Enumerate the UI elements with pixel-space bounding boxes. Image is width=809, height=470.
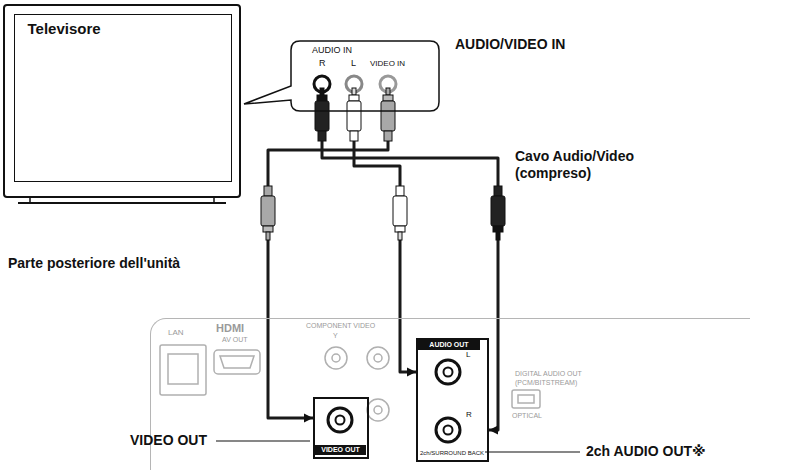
terminal-name: 2ch AUDIO OUT※ xyxy=(586,443,706,460)
tv-stand xyxy=(213,197,215,203)
jack-label: L xyxy=(351,58,356,68)
terminal-name: VIDEO OUT xyxy=(130,432,207,449)
port-label: HDMI xyxy=(216,322,244,335)
jack-label: R xyxy=(319,58,326,68)
port-label: (PCM/BITSTREAM) xyxy=(515,379,577,387)
cable-connector xyxy=(322,112,498,435)
cable-line xyxy=(354,112,416,372)
callout-bubble: AUDIO IN R L VIDEO IN xyxy=(290,40,440,112)
terminal-label: 2ch/SURROUND BACK xyxy=(418,449,486,458)
unit-side-name: Parte posteriore dell'unità xyxy=(8,255,180,272)
cable-connector xyxy=(354,112,416,377)
terminal-label: VIDEO OUT xyxy=(315,445,366,455)
port-label: DIGITAL AUDIO OUT xyxy=(515,370,582,378)
terminal-box: VIDEO OUT xyxy=(313,397,369,459)
terminal-box: AUDIO OUTL R 2ch/SURROUND BACK xyxy=(416,338,489,462)
port-label: Y xyxy=(333,332,338,340)
jack xyxy=(328,360,460,442)
tv-frame xyxy=(4,5,240,197)
jack-label: L xyxy=(466,350,470,359)
arrow-head xyxy=(304,414,313,423)
device-name: Televisore xyxy=(28,20,101,37)
port-label: OPTICAL xyxy=(512,412,542,420)
arrow-head xyxy=(407,368,416,377)
port-label: LAN xyxy=(168,328,184,337)
tv-stand xyxy=(29,197,31,203)
cable-name: Cavo Audio/Video (compreso) xyxy=(515,148,660,182)
leader-line xyxy=(485,451,580,452)
port-label: COMPONENT VIDEO xyxy=(306,322,375,330)
port-label: AV OUT xyxy=(222,336,248,344)
connector-name: AUDIO/VIDEO IN xyxy=(455,36,565,53)
jack-label: AUDIO IN xyxy=(312,45,352,55)
jack-label: R xyxy=(466,410,472,419)
tv-stand xyxy=(18,202,226,204)
callout-outline xyxy=(244,41,439,111)
arrow-head xyxy=(489,426,498,435)
terminal-label: AUDIO OUT xyxy=(418,340,480,350)
panel-detail xyxy=(160,345,540,421)
tv-screen: Televisore xyxy=(14,14,232,182)
jack-label: VIDEO IN xyxy=(370,59,405,68)
cable-line xyxy=(322,112,498,430)
plug xyxy=(315,88,395,141)
plug xyxy=(261,186,505,240)
leader-line xyxy=(216,440,310,441)
